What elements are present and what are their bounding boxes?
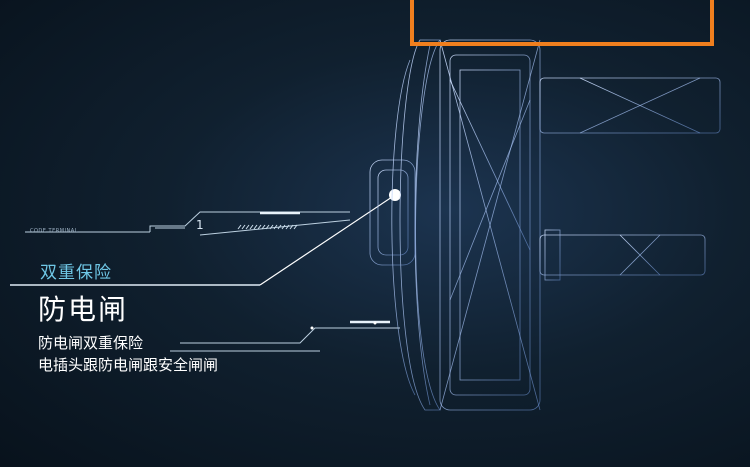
- feature-description-line-2: 电插头跟防电闸跟安全闸闸: [38, 356, 219, 374]
- feature-subtitle: 双重保险: [40, 263, 112, 283]
- feature-description-line-1: 防电闸双重保险: [38, 334, 144, 352]
- hud-tick-number: 1: [196, 218, 204, 232]
- hud-hatch: [237, 224, 298, 230]
- highlight-frame: [410, 0, 714, 46]
- code-terminal-label: CODE TERMINAL: [30, 228, 78, 234]
- feature-title: 防电闸: [38, 293, 129, 326]
- plug-body: [369, 39, 721, 411]
- pointer-dot: [389, 189, 401, 201]
